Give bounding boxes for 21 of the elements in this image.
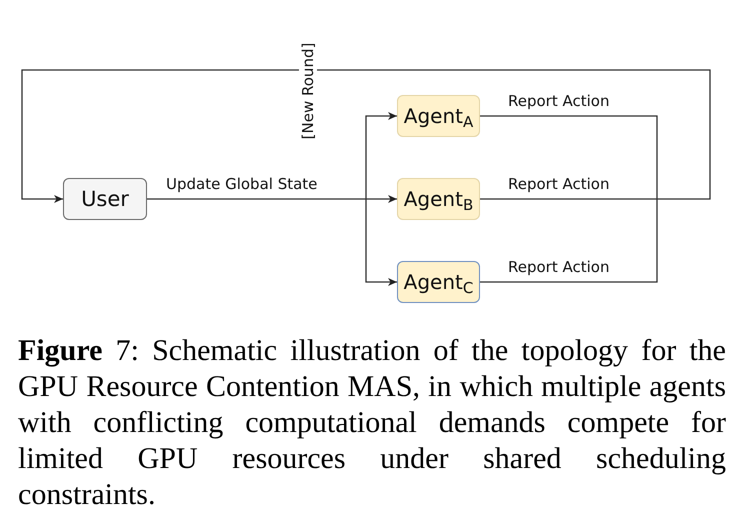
edge-label: Report Action <box>508 92 610 110</box>
agent-box <box>397 95 480 137</box>
connector-line <box>480 199 658 283</box>
figure-caption: Figure 7: Schematic illustration of the topology for the GPU Resource Contention MAS, in which multiple agents with conflicting computational demands compete for limited GPU resources under shared scheduling constraints. <box>18 333 726 513</box>
user-box <box>63 178 147 220</box>
connector-line <box>366 195 397 203</box>
node-label: Agent$_{C}$ <box>404 270 474 294</box>
connector-line <box>147 198 366 200</box>
connector-line <box>365 112 397 199</box>
agent-box <box>397 178 480 220</box>
node-label: Agent$_{A}$ <box>404 104 474 128</box>
connector-line <box>21 69 711 203</box>
connector-line <box>365 199 397 286</box>
node-label: Agent$_{B}$ <box>404 187 474 211</box>
agent-box <box>397 261 480 303</box>
node-label: User <box>81 187 129 211</box>
edge-label: Report Action <box>508 175 610 193</box>
connector-line <box>480 198 657 200</box>
connector-line <box>480 115 658 199</box>
edge-label: Update Global State <box>166 175 318 193</box>
edge-label: Report Action <box>508 258 610 276</box>
